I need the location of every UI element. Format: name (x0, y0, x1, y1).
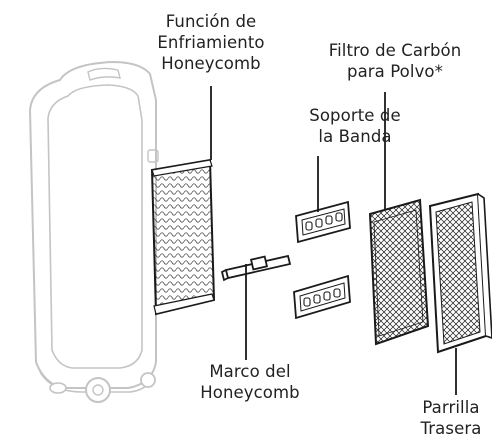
carbon-dust-filter (368, 198, 430, 346)
honeycomb-cooling-pad (150, 158, 216, 316)
label-rear-grille: Parrilla Trasera (410, 397, 492, 439)
label-line: Soporte de (309, 106, 401, 125)
air-cooler-housing (28, 60, 159, 403)
label-line: para Polvo* (347, 62, 443, 81)
label-honeycomb-frame: Marco del Honeycomb (180, 361, 320, 403)
band-support-lower (293, 274, 351, 320)
label-line: Marco del (209, 362, 291, 381)
label-line: la Banda (318, 127, 392, 146)
label-line: Filtro de Carbón (328, 41, 462, 60)
honeycomb-frame-part (220, 254, 292, 282)
label-line: Honeycomb (200, 383, 300, 402)
label-honeycomb-cooling: Función de Enfriamiento Honeycomb (142, 11, 280, 74)
label-line: Enfriamiento (157, 33, 265, 52)
label-carbon-dust-filter: Filtro de Carbón para Polvo* (306, 40, 484, 82)
rear-grille-part (428, 192, 492, 354)
leader-lines (210, 86, 457, 395)
band-support-upper (295, 200, 351, 244)
label-line: Parrilla (422, 398, 480, 417)
label-band-support: Soporte de la Banda (300, 105, 410, 147)
label-line: Trasera (420, 419, 482, 438)
label-line: Honeycomb (161, 54, 261, 73)
label-line: Función de (165, 12, 257, 31)
